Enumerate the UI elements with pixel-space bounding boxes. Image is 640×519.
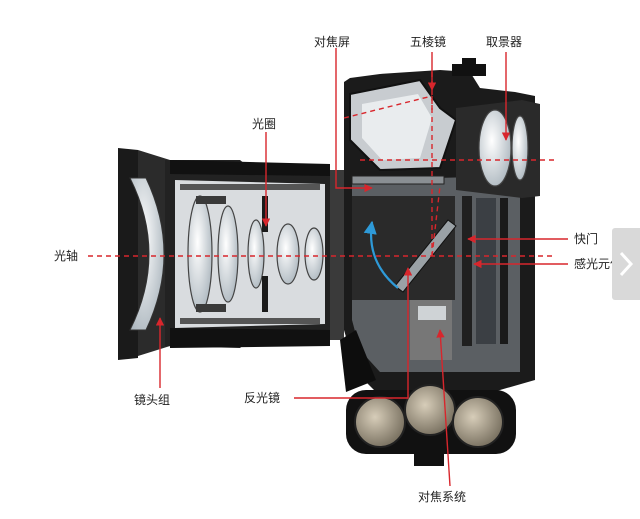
leader-focus-screen — [335, 48, 373, 193]
mirror-flip-arrow — [363, 220, 399, 289]
label-sensor: 感光元件 — [574, 257, 623, 271]
label-optical-axis: 光轴 — [54, 249, 79, 263]
lens-barrel — [118, 148, 344, 360]
optical-paths — [88, 72, 556, 257]
chevron-right-icon — [619, 251, 634, 277]
label-pentaprism: 五棱镜 — [410, 35, 447, 49]
label-aperture: 光圈 — [252, 117, 277, 131]
label-viewfinder: 取景器 — [486, 35, 523, 49]
camera-body — [340, 58, 540, 466]
label-focus-system: 对焦系统 — [418, 490, 467, 504]
next-page-button[interactable] — [612, 228, 640, 300]
label-reflex-mirror: 反光镜 — [244, 391, 281, 405]
leader-focus-system — [436, 329, 451, 487]
leader-reflex-mirror — [294, 267, 413, 399]
mirror-up-line — [431, 185, 441, 257]
label-shutter: 快门 — [574, 232, 599, 246]
label-focus-screen: 对焦屏 — [314, 35, 351, 49]
label-lens-group: 镜头组 — [134, 393, 171, 407]
prism-reflect-line — [343, 95, 433, 119]
leader-lines — [155, 48, 568, 487]
